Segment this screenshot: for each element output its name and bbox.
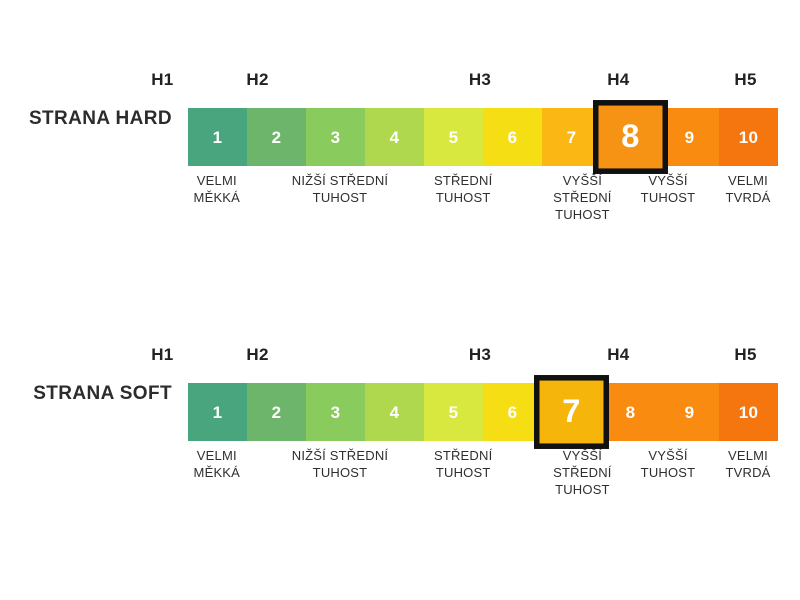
group-labels-soft: H1 H2 H3 H4 H5 (0, 345, 800, 371)
scale-description: VELMI TVRDÁ (725, 173, 771, 205)
scale-cell-value: 2 (271, 402, 282, 422)
scale-cell-value: 8 (625, 402, 636, 422)
scale-cell[interactable]: 2 (247, 383, 306, 441)
scale-cell[interactable]: 2 (247, 108, 306, 166)
group-labels-hard: H1 H2 H3 H4 H5 (0, 70, 800, 96)
scale-cell-value: 5 (448, 127, 459, 147)
scale-cell[interactable]: 7 (542, 108, 601, 166)
scale-cell-selected[interactable]: 7 (534, 375, 609, 449)
scale-cell-value: 5 (448, 402, 459, 422)
scale-cell[interactable]: 8 (601, 383, 660, 441)
scale-cell-value: 3 (330, 127, 341, 147)
group-label-h5: H5 (734, 70, 757, 89)
scale-description: VELMI MĚKKÁ (193, 448, 241, 480)
scale-cell[interactable]: 9 (660, 383, 719, 441)
scale-cell-value: 2 (271, 127, 282, 147)
scale-cell[interactable]: 4 (365, 108, 424, 166)
scale-cell[interactable]: 10 (719, 108, 778, 166)
scale-cell[interactable]: 1 (188, 108, 247, 166)
scale-cell-value: 6 (507, 127, 518, 147)
group-label-h3: H3 (468, 70, 492, 89)
scale-cell[interactable]: 1 (188, 383, 247, 441)
scale-cell-value: 4 (389, 127, 400, 147)
scale-cell-value: 4 (389, 402, 400, 422)
color-bar-soft: 1 2 3 4 5 6 7 8 9 10 (188, 375, 778, 449)
scale-cell-value: 10 (738, 402, 759, 422)
description-labels-soft: VELMI MĚKKÁ NIŽŠÍ STŘEDNÍ TUHOST STŘEDNÍ T… (0, 447, 800, 517)
scale-cell[interactable]: 3 (306, 383, 365, 441)
scale-cell-value: 7 (566, 127, 577, 147)
scale-description: STŘEDNÍ TUHOST (433, 173, 493, 205)
scale-cell[interactable]: 10 (719, 383, 778, 441)
scale-description: VYŠŠÍ STŘEDNÍ TUHOST (553, 448, 612, 497)
scale-cell-value: 10 (738, 127, 759, 147)
scale-cell[interactable]: 6 (483, 383, 542, 441)
group-label-h2: H2 (246, 345, 269, 364)
description-labels-hard: VELMI MĚKKÁ NIŽŠÍ STŘEDNÍ TUHOST STŘEDNÍ T… (0, 172, 800, 242)
scale-description: VELMI TVRDÁ (725, 448, 771, 480)
group-label-h5: H5 (734, 345, 757, 364)
group-label-h3: H3 (468, 345, 492, 364)
scale-cell-value: 3 (330, 402, 341, 422)
scale-cell-value: 7 (562, 393, 581, 430)
color-bar-hard: 1 2 3 4 5 6 7 8 9 10 (188, 100, 778, 174)
scale-title-hard: STRANA HARD (28, 108, 172, 129)
scale-cell[interactable]: 5 (424, 108, 483, 166)
scale-description: NIŽŠÍ STŘEDNÍ TUHOST (291, 448, 389, 480)
scale-description: STŘEDNÍ TUHOST (433, 448, 493, 480)
scale-description: VYŠŠÍ TUHOST (640, 448, 696, 480)
scale-title-soft: STRANA SOFT (33, 383, 172, 404)
scale-cell[interactable]: 4 (365, 383, 424, 441)
scale-cell[interactable]: 5 (424, 383, 483, 441)
scale-cell[interactable]: 3 (306, 108, 365, 166)
group-label-h1: H1 (151, 345, 174, 364)
scale-cell-value: 9 (684, 402, 695, 422)
scale-description: VYŠŠÍ STŘEDNÍ TUHOST (553, 173, 612, 222)
group-label-h2: H2 (246, 70, 269, 89)
scale-cell-value: 6 (507, 402, 518, 422)
group-label-h1: H1 (151, 70, 174, 89)
scale-cell-selected[interactable]: 8 (593, 100, 668, 174)
scale-cell-value: 9 (684, 127, 695, 147)
scale-cell[interactable]: 6 (483, 108, 542, 166)
scale-description: VYŠŠÍ TUHOST (640, 173, 696, 205)
scale-description: NIŽŠÍ STŘEDNÍ TUHOST (291, 173, 389, 205)
scale-cell-value: 1 (212, 402, 223, 422)
group-label-h4: H4 (607, 345, 630, 364)
scale-cell[interactable]: 9 (660, 108, 719, 166)
scale-cell-value: 8 (621, 118, 640, 155)
scale-description: VELMI MĚKKÁ (193, 173, 241, 205)
group-label-h4: H4 (607, 70, 630, 89)
scale-cell-value: 1 (212, 127, 223, 147)
